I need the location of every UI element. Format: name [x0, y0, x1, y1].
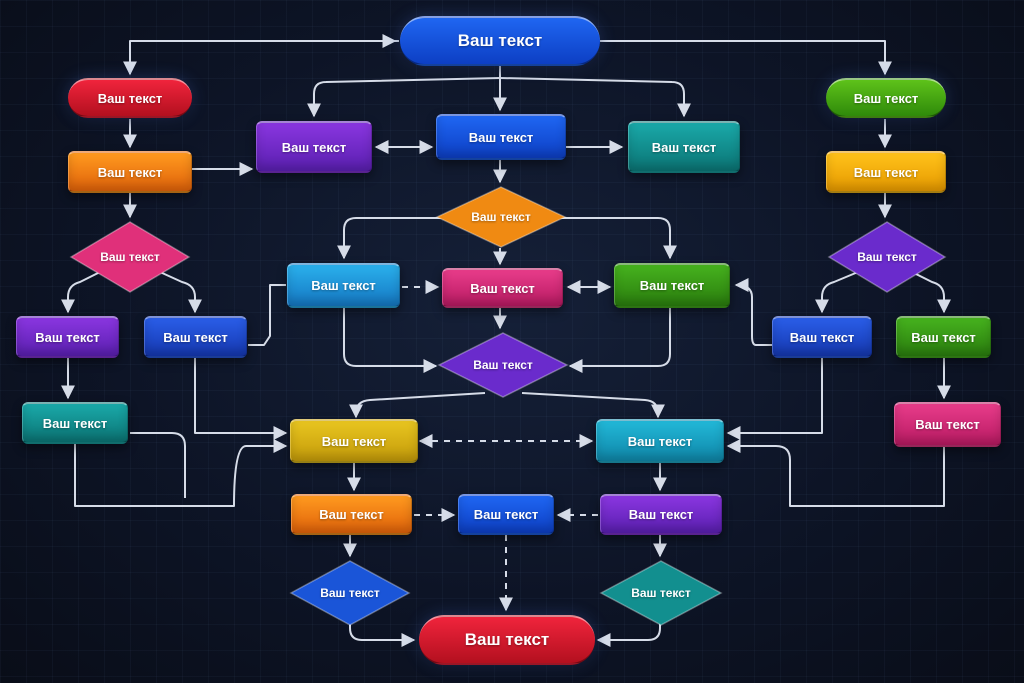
center-yellow-process[interactable]: Ваш текст	[290, 419, 418, 463]
right-pink-process[interactable]: Ваш текст	[894, 402, 1001, 447]
bottom-purple-process[interactable]: Ваш текст	[600, 494, 722, 535]
left-blue-process[interactable]: Ваш текст	[144, 316, 247, 358]
left-pink-decision[interactable]: Ваш текст	[69, 221, 191, 293]
left-red-terminal[interactable]: Ваш текст	[68, 78, 192, 118]
right-green-process-label: Ваш текст	[911, 329, 976, 345]
left-orange-process-label: Ваш текст	[97, 164, 163, 180]
connector	[248, 284, 286, 346]
middle-orange-decision-label: Ваш текст	[471, 210, 531, 224]
end-terminal-label: Ваш текст	[464, 630, 550, 649]
center-teal-process[interactable]: Ваш текст	[596, 419, 724, 463]
middle-pink-process[interactable]: Ваш текст	[442, 268, 563, 308]
connector	[123, 40, 399, 76]
connector	[726, 358, 823, 440]
middle-purple-process[interactable]: Ваш текст	[256, 121, 372, 173]
right-gold-process-label: Ваш текст	[853, 164, 919, 180]
middle-sky-process[interactable]: Ваш текст	[287, 263, 400, 308]
bottom-blue-decision[interactable]: Ваш текст	[289, 560, 411, 626]
connector	[815, 271, 859, 314]
diamond-shape	[69, 221, 191, 293]
left-purple-process[interactable]: Ваш текст	[16, 316, 119, 358]
center-teal-process-label: Ваш текст	[627, 433, 693, 449]
connector	[726, 439, 945, 507]
connector	[596, 622, 661, 647]
right-blue-process[interactable]: Ваш текст	[772, 316, 872, 358]
diamond-shape	[827, 221, 947, 293]
bottom-purple-process-label: Ваш текст	[628, 507, 694, 522]
middle-green-process-label: Ваш текст	[639, 278, 705, 293]
bottom-teal-decision-label: Ваш текст	[631, 586, 691, 600]
start-terminal-label: Ваш текст	[457, 31, 543, 50]
bottom-blue-decision-label: Ваш текст	[320, 586, 380, 600]
left-blue-process-label: Ваш текст	[163, 329, 228, 345]
diamond-shape	[599, 560, 723, 626]
right-green-terminal-label: Ваш текст	[853, 90, 919, 106]
end-terminal[interactable]: Ваш текст	[419, 615, 595, 665]
left-orange-process[interactable]: Ваш текст	[68, 151, 192, 193]
right-blue-process-label: Ваш текст	[789, 329, 855, 345]
connector	[600, 40, 892, 76]
right-purple-decision-label: Ваш текст	[857, 250, 917, 264]
connector	[499, 77, 691, 118]
middle-teal-process-label: Ваш текст	[651, 139, 717, 155]
left-teal-process[interactable]: Ваш текст	[22, 402, 128, 444]
middle-purple-process-label: Ваш текст	[281, 139, 347, 155]
left-teal-process-label: Ваш текст	[42, 415, 108, 431]
connector	[521, 392, 665, 419]
diamond-shape	[289, 560, 411, 626]
right-green-process[interactable]: Ваш текст	[896, 316, 991, 358]
bottom-orange-process[interactable]: Ваш текст	[291, 494, 412, 535]
middle-green-process[interactable]: Ваш текст	[614, 263, 730, 308]
connector	[130, 432, 186, 498]
connector	[337, 217, 456, 260]
connector	[194, 358, 288, 440]
diamond-shape	[435, 186, 567, 248]
connector	[911, 271, 951, 314]
diamond-shape	[437, 332, 569, 398]
bottom-blue-process[interactable]: Ваш текст	[458, 494, 554, 535]
left-purple-process-label: Ваш текст	[35, 329, 100, 345]
bottom-teal-decision[interactable]: Ваш текст	[599, 560, 723, 626]
bottom-blue-process-label: Ваш текст	[473, 507, 539, 522]
connector	[349, 392, 486, 419]
connector	[61, 271, 101, 314]
left-red-terminal-label: Ваш текст	[97, 90, 163, 106]
right-green-terminal[interactable]: Ваш текст	[826, 78, 946, 118]
middle-purple-decision-label: Ваш текст	[473, 358, 533, 372]
start-terminal[interactable]: Ваш текст	[400, 16, 600, 66]
middle-pink-process-label: Ваш текст	[470, 280, 535, 296]
middle-teal-process[interactable]: Ваш текст	[628, 121, 740, 173]
middle-blue-process-label: Ваш текст	[468, 129, 534, 145]
connector	[159, 271, 202, 314]
connector	[544, 217, 677, 260]
right-pink-process-label: Ваш текст	[915, 417, 980, 432]
middle-blue-process[interactable]: Ваш текст	[436, 114, 566, 160]
bottom-orange-process-label: Ваш текст	[319, 507, 384, 522]
connector	[74, 439, 288, 507]
connector	[349, 622, 416, 647]
connector	[568, 308, 671, 373]
left-pink-decision-label: Ваш текст	[100, 250, 160, 264]
middle-sky-process-label: Ваш текст	[311, 278, 376, 293]
connector	[734, 278, 772, 346]
middle-purple-decision[interactable]: Ваш текст	[437, 332, 569, 398]
connector	[343, 308, 438, 373]
connector	[307, 77, 501, 118]
center-yellow-process-label: Ваш текст	[321, 433, 387, 449]
right-purple-decision[interactable]: Ваш текст	[827, 221, 947, 293]
right-gold-process[interactable]: Ваш текст	[826, 151, 946, 193]
middle-orange-decision[interactable]: Ваш текст	[435, 186, 567, 248]
